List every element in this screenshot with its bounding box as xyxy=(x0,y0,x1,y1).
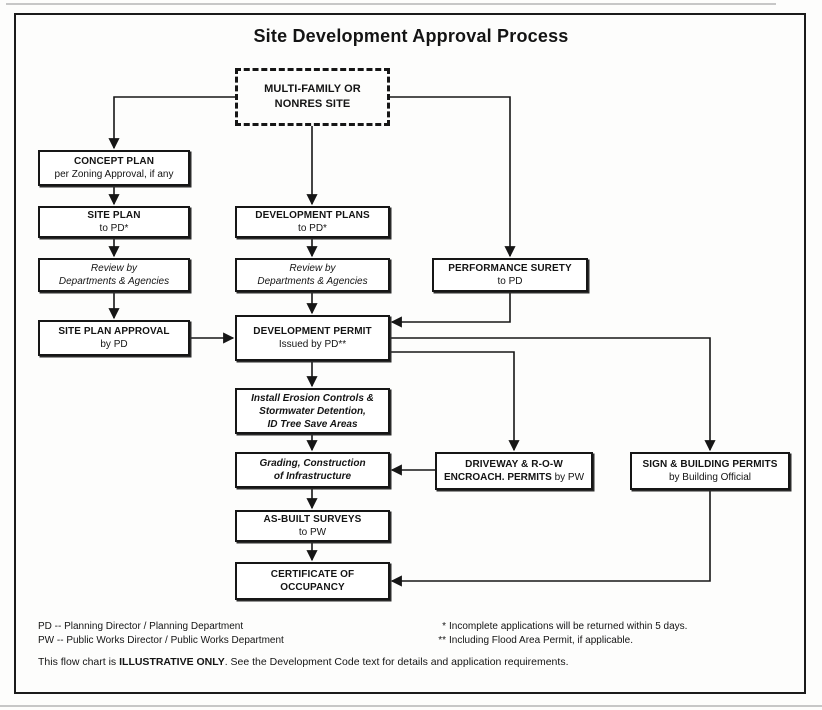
page-title: Site Development Approval Process xyxy=(253,26,569,46)
node-sign-building-permits: SIGN & BUILDING PERMITS by Building Offi… xyxy=(630,452,790,490)
node-development-permit: DEVELOPMENT PERMIT Issued by PD** xyxy=(235,315,390,361)
arrow-site-to-surety xyxy=(390,96,516,258)
node-certificate-occupancy: CERTIFICATE OF OCCUPANCY xyxy=(235,562,390,600)
node-performance-surety: PERFORMANCE SURETY to PD xyxy=(432,258,588,292)
arrow-permit-to-sign xyxy=(390,337,716,452)
node-multi-family-site: MULTI-FAMILY OR NONRES SITE xyxy=(235,68,390,126)
node-as-built-surveys: AS-BUILT SURVEYS to PW xyxy=(235,510,390,542)
footnotes: * Incomplete applications will be return… xyxy=(430,620,687,647)
node-review-mid: Review by Departments & Agencies xyxy=(235,258,390,292)
legend-pw: PW -- Public Works Director / Public Wor… xyxy=(38,634,284,646)
disclaimer: This flow chart is ILLUSTRATIVE ONLY. Se… xyxy=(38,656,569,668)
node-grading: Grading, Construction of Infrastructure xyxy=(235,452,390,488)
diagram-border xyxy=(14,13,806,694)
arrow-surety-to-permit xyxy=(390,292,511,328)
node-site-plan-approval: SITE PLAN APPROVAL by PD xyxy=(38,320,190,356)
footnote-2: ** Including Flood Area Permit, if appli… xyxy=(438,634,633,646)
node-site-plan: SITE PLAN to PD* xyxy=(38,206,190,238)
legend-pd: PD -- Planning Director / Planning Depar… xyxy=(38,621,244,632)
node-concept-plan: CONCEPT PLAN per Zoning Approval, if any xyxy=(38,150,190,186)
node-development-plans: DEVELOPMENT PLANS to PD* xyxy=(235,206,390,238)
legend: PD -- Planning Director / Planning Depar… xyxy=(38,620,284,647)
node-review-left: Review by Departments & Agencies xyxy=(38,258,190,292)
scan-artifact-bottom xyxy=(0,705,822,707)
node-erosion-controls: Install Erosion Controls & Stormwater De… xyxy=(235,388,390,434)
arrow-site-to-concept xyxy=(108,96,235,150)
arrow-permit-to-driveway xyxy=(390,351,520,452)
node-driveway-permits: DRIVEWAY & R-O-W ENCROACH. PERMITS by PW xyxy=(435,452,593,490)
arrow-sign-to-certificate xyxy=(390,490,711,587)
footnote-1: * Incomplete applications will be return… xyxy=(442,621,688,632)
scan-artifact-top xyxy=(6,3,776,5)
